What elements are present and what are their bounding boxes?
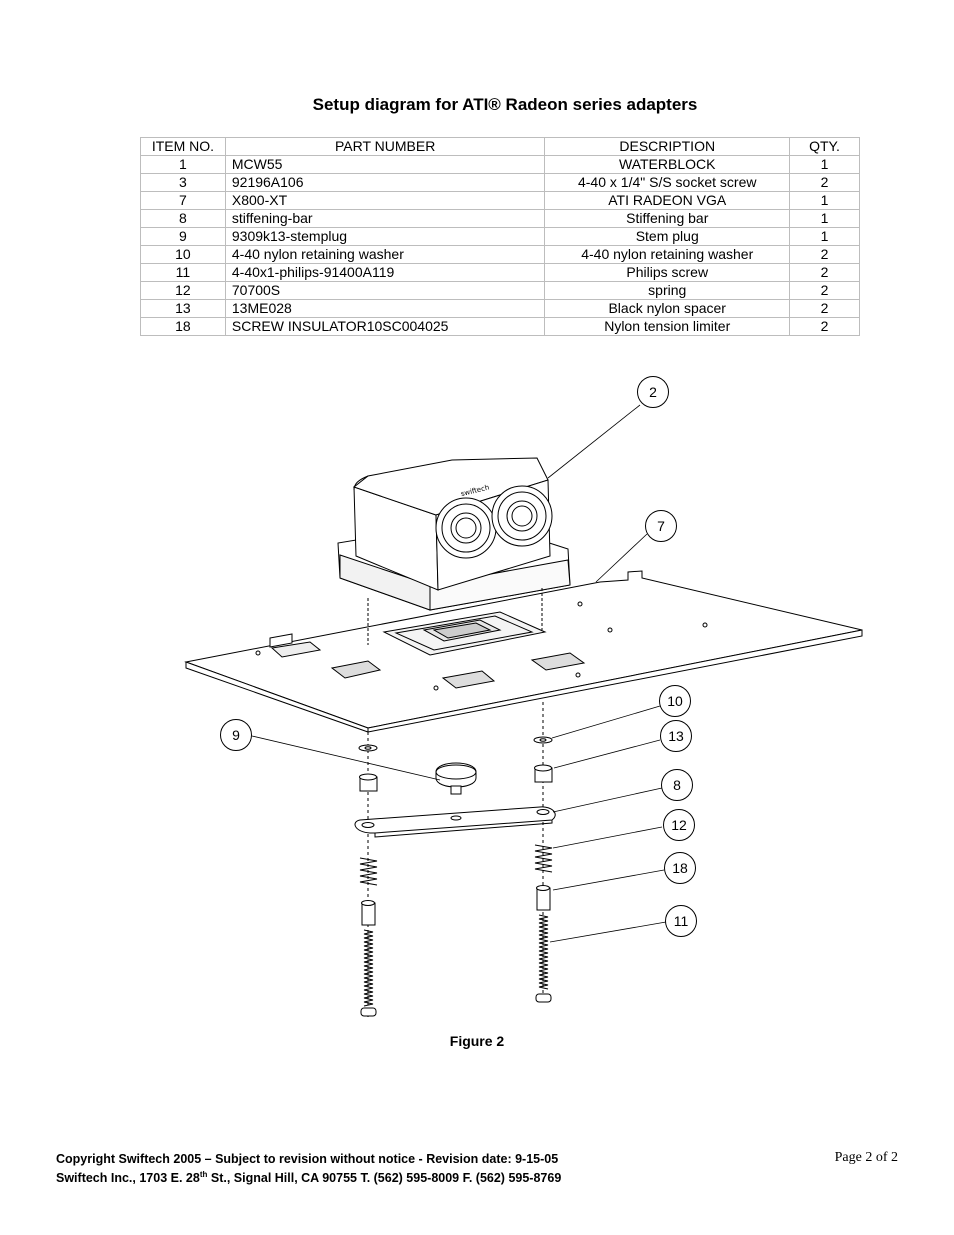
cell-item-no: 18 [140, 317, 226, 336]
cell-part-number: SCREW INSULATOR10SC004025 [224, 317, 546, 336]
exploded-assembly-diagram: swiftech [184, 376, 863, 1020]
cell-qty: 1 [789, 209, 860, 228]
header-item-no: ITEM NO. [140, 137, 226, 156]
callout-9: 9 [220, 719, 252, 751]
cell-qty: 2 [789, 317, 860, 336]
cell-qty: 1 [789, 227, 860, 246]
figure-caption: Figure 2 [449, 1033, 505, 1049]
cell-item-no: 11 [140, 263, 226, 282]
cell-part-number: 92196A106 [224, 173, 546, 192]
cell-part-number: MCW55 [224, 155, 546, 174]
cell-qty: 2 [789, 263, 860, 282]
stem-plug [435, 762, 477, 795]
callout-2: 2 [637, 376, 669, 408]
cell-description: Black nylon spacer [544, 299, 791, 318]
callout-10: 10 [659, 685, 691, 717]
footer-address-a: Swiftech Inc., 1703 E. 28 [56, 1171, 200, 1186]
cell-item-no: 13 [140, 299, 226, 318]
footer-line-1: Copyright Swiftech 2005 – Subject to rev… [56, 1152, 559, 1166]
cell-description: 4-40 nylon retaining washer [544, 245, 791, 264]
table-header-row: ITEM NO. PART NUMBER DESCRIPTION QTY. [140, 137, 860, 156]
left-screw-stack [358, 732, 378, 1020]
callout-18-label: 18 [672, 860, 688, 876]
callout-13: 13 [660, 720, 692, 752]
cell-description: WATERBLOCK [544, 155, 791, 174]
cell-qty: 2 [789, 299, 860, 318]
cell-description: Stem plug [544, 227, 791, 246]
header-qty: QTY. [789, 137, 860, 156]
cell-item-no: 9 [140, 227, 226, 246]
cell-part-number: 4-40 nylon retaining washer [224, 245, 546, 264]
stiffening-bar [354, 806, 556, 838]
cell-item-no: 10 [140, 245, 226, 264]
header-description: DESCRIPTION [544, 137, 791, 156]
graphics-card-board [184, 570, 863, 733]
callout-13-label: 13 [668, 728, 684, 744]
cell-qty: 1 [789, 155, 860, 174]
callout-10-label: 10 [667, 693, 683, 709]
footer-address-b: St., Signal Hill, CA 90755 T. (562) 595-… [207, 1171, 562, 1186]
callout-18: 18 [664, 852, 696, 884]
cell-description: Philips screw [544, 263, 791, 282]
cell-qty: 2 [789, 173, 860, 192]
leader-lines [251, 404, 667, 943]
cell-description: spring [544, 281, 791, 300]
footer-address-sup: th [199, 1170, 208, 1179]
callout-8: 8 [661, 769, 693, 801]
cell-part-number: 70700S [224, 281, 546, 300]
cell-qty: 2 [789, 281, 860, 300]
cell-item-no: 3 [140, 173, 226, 192]
cell-part-number: 4-40x1-philips-91400A119 [224, 263, 546, 282]
header-part-number: PART NUMBER [224, 137, 546, 156]
footer-line-2: Swiftech Inc., 1703 E. 28th St., Signal … [56, 1167, 561, 1186]
callout-7-label: 7 [657, 518, 665, 534]
cell-qty: 2 [789, 245, 860, 264]
cell-part-number: stiffening-bar [224, 209, 546, 228]
cell-description: Stiffening bar [544, 209, 791, 228]
cell-item-no: 7 [140, 191, 226, 210]
callout-12-label: 12 [671, 817, 687, 833]
callout-8-label: 8 [673, 777, 681, 793]
cell-item-no: 12 [140, 281, 226, 300]
cell-item-no: 8 [140, 209, 226, 228]
cell-qty: 1 [789, 191, 860, 210]
callout-11-label: 11 [674, 913, 689, 929]
waterblock: swiftech [337, 457, 571, 645]
cell-item-no: 1 [140, 155, 226, 174]
page-number: Page 2 of 2 [834, 1150, 898, 1165]
callout-12: 12 [663, 809, 695, 841]
cell-part-number: 13ME028 [224, 299, 546, 318]
callout-11: 11 [665, 905, 697, 937]
cell-description: 4-40 x 1/4" S/S socket screw [544, 173, 791, 192]
callout-2-label: 2 [649, 384, 657, 400]
right-screw-stack [533, 702, 553, 1003]
cell-description: Nylon tension limiter [544, 317, 791, 336]
callout-7: 7 [645, 510, 677, 542]
document-title: Setup diagram for ATI® Radeon series ada… [312, 95, 698, 114]
callout-9-label: 9 [232, 727, 240, 743]
cell-part-number: X800-XT [224, 191, 546, 210]
cell-part-number: 9309k13-stemplug [224, 227, 546, 246]
footer-copyright: Copyright Swiftech 2005 – Subject to rev… [56, 1151, 561, 1186]
cell-description: ATI RADEON VGA [544, 191, 791, 210]
